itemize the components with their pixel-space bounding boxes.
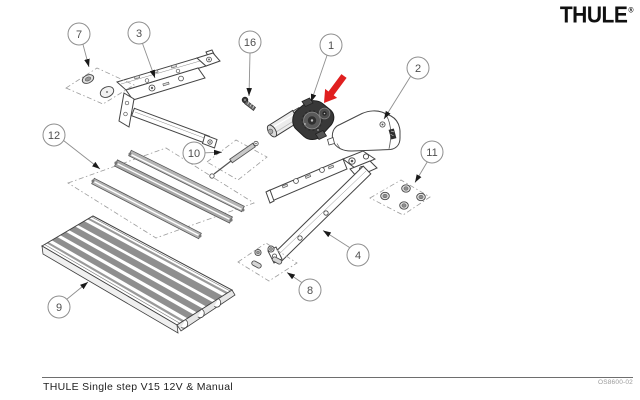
part-10-strut: [206, 139, 268, 181]
callout-16: 16: [238, 30, 262, 97]
callout-2-label: 2: [415, 63, 421, 75]
callout-9: 9: [47, 281, 89, 319]
brand-logo-text: THULE: [559, 3, 628, 28]
callout-8: 8: [286, 272, 322, 302]
brand-logo: THULE®: [559, 3, 634, 29]
part-2-cover: [327, 110, 401, 152]
doc-code: OS8600-02: [597, 379, 633, 386]
part-11-nuts: [369, 179, 431, 216]
footer-caption: THULE Single step V15 12V & Manual: [43, 381, 233, 393]
callout-4: 4: [322, 230, 370, 267]
callout-11-label: 11: [426, 147, 437, 159]
part-1-motor: [266, 97, 335, 141]
callout-7-label: 7: [76, 29, 82, 41]
callout-12: 12: [42, 123, 101, 170]
callout-9-label: 9: [56, 302, 62, 314]
highlight-arrow-icon: [324, 74, 347, 103]
callout-16-label: 16: [244, 37, 256, 49]
callout-4-label: 4: [355, 250, 361, 262]
part-8-fasteners: [237, 242, 298, 282]
callout-3-label: 3: [136, 28, 142, 40]
callout-1: 1: [310, 33, 343, 103]
part-9-step-board: [41, 215, 236, 334]
part-4-arm: [265, 150, 378, 264]
callout-12-label: 12: [48, 130, 60, 142]
part-16-bolt: [241, 96, 256, 112]
callout-3: 3: [127, 21, 156, 79]
callout-1-label: 1: [328, 40, 334, 52]
part-3-bracket: [115, 49, 221, 149]
callout-11: 11: [414, 140, 444, 183]
footer-divider: [42, 377, 633, 378]
callout-7: 7: [67, 22, 91, 68]
callout-10-label: 10: [188, 148, 200, 160]
part-7-pads: [65, 67, 135, 105]
callout-10: 10: [182, 141, 223, 165]
part-12-rails: [67, 147, 255, 240]
callout-2: 2: [383, 56, 430, 120]
callout-8-label: 8: [307, 285, 313, 297]
registered-mark-icon: ®: [628, 7, 633, 15]
